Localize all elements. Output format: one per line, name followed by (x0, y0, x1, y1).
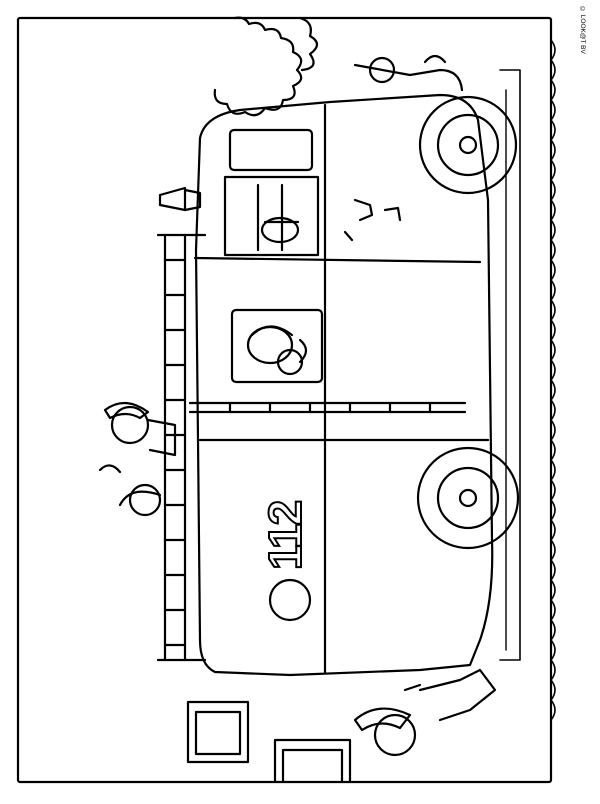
bottom-firefighter-body (418, 668, 497, 722)
bottom-firefighter-head (373, 713, 417, 757)
roof-firefighter-2-helmet (118, 490, 162, 507)
emblem-circle (268, 578, 312, 622)
bottom-firefighter-arm (403, 683, 422, 692)
roof-firefighter-helmet (103, 401, 150, 420)
siren-base (183, 188, 202, 212)
tree-bush (213, 16, 303, 117)
front-wheel-tire (418, 95, 518, 195)
rear-wheel-rim (436, 466, 500, 530)
building-window (186, 700, 250, 764)
window-cab (223, 175, 320, 257)
building-door (273, 738, 352, 784)
bottom-firefighter-helmet (353, 707, 412, 732)
door-handle (353, 198, 374, 222)
front-wheel-hub (458, 135, 478, 155)
ground-line (499, 69, 521, 661)
tree-branch (298, 16, 319, 72)
truck-number: 112 (258, 501, 312, 571)
window-front (228, 128, 314, 172)
truck-body (194, 93, 494, 677)
grass-line (550, 39, 556, 721)
roof-firefighter-2-head (128, 483, 162, 517)
waving-hand (98, 464, 122, 474)
firefighter-arm (298, 338, 308, 364)
roof-firefighter-head (110, 405, 150, 445)
helmet-brim (250, 325, 294, 337)
door-emblem (383, 206, 402, 222)
door-mark (343, 230, 354, 242)
siren-light (158, 186, 187, 212)
rear-wheel-tire (416, 446, 520, 550)
building-door-inner (281, 748, 344, 784)
roof-firefighter-body (146, 418, 177, 457)
body-band-top (193, 256, 482, 264)
cab-firefighter-helmet (260, 216, 300, 244)
side-ladder-rungs (228, 401, 432, 414)
front-wheel-rim (436, 113, 500, 177)
hose-nozzle (423, 54, 447, 64)
hose-pipe (353, 63, 464, 92)
copyright-text: © LOOK@T BV (579, 6, 586, 54)
page-border (16, 16, 553, 784)
rear-wheel-hub (458, 488, 478, 508)
pump-valve (368, 56, 396, 84)
firefighter-face (276, 348, 304, 376)
building-window-inner (194, 710, 242, 756)
window-rear (230, 308, 324, 384)
ladder-ends (156, 233, 207, 662)
